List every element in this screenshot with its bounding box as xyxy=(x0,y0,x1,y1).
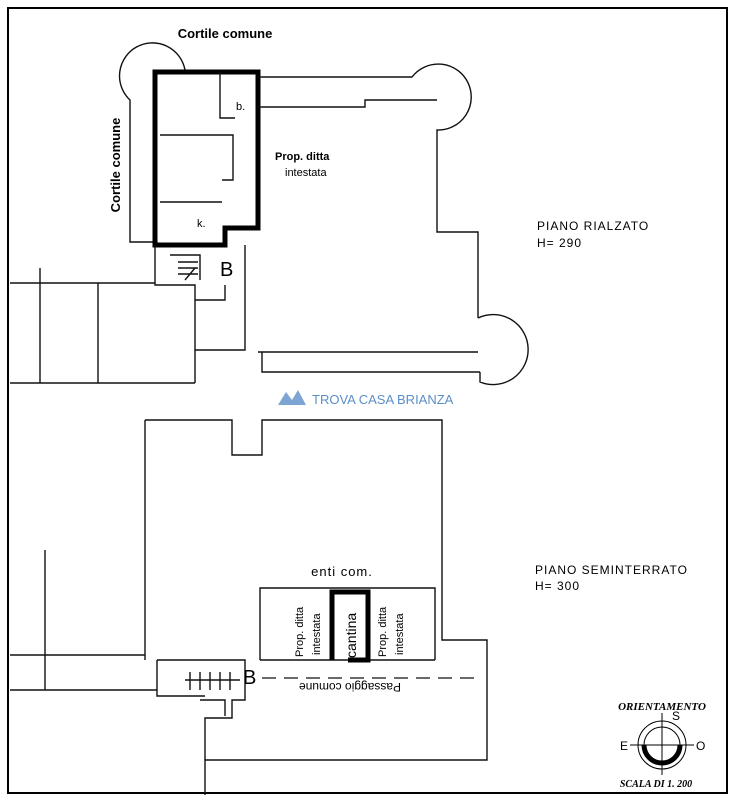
property-left-label-1: Prop. ditta xyxy=(294,606,306,657)
floor-name-lower: PIANO SEMINTERRATO xyxy=(535,563,688,577)
courtyard-top-label: Cortile comune xyxy=(178,26,273,41)
compass-e-label: E xyxy=(620,739,628,753)
passage-label: Passaggio comune xyxy=(299,680,401,694)
upper-plan: Cortile comune Cortile comune b. k. Prop… xyxy=(10,26,649,386)
property-label-1: Prop. ditta xyxy=(275,151,330,163)
property-left-label-2: intestata xyxy=(311,613,323,655)
cellar-label: cantina xyxy=(343,613,359,658)
courtyard-outline xyxy=(118,42,186,243)
compass: ORIENTAMENTO S E O SCALA DI 1. 200 xyxy=(618,701,706,790)
watermark-text: TROVA CASA BRIANZA xyxy=(312,392,454,407)
frame-border xyxy=(7,7,728,794)
property-label-2: intestata xyxy=(285,167,327,179)
basement-outline xyxy=(144,419,488,795)
apartment-walls xyxy=(152,69,261,248)
common-areas-room xyxy=(259,587,436,661)
scale-label: SCALA DI 1. 200 xyxy=(620,779,692,790)
lower-plan: enti com. Prop. ditta intestata cantina … xyxy=(10,419,688,795)
watermark-logo-icon xyxy=(278,390,306,405)
property-right-label-2: intestata xyxy=(394,613,406,655)
stair-treads-lower xyxy=(185,672,240,690)
stair-block-lower xyxy=(156,659,246,760)
bath-label: b. xyxy=(236,101,245,113)
adjacent-property-outline xyxy=(258,63,480,373)
floor-name-upper: PIANO RIALZATO xyxy=(537,219,649,233)
common-areas-label: enti com. xyxy=(311,564,373,579)
floor-height-upper: H= 290 xyxy=(537,236,582,250)
watermark: TROVA CASA BRIANZA xyxy=(278,390,454,407)
bottom-right-terrace xyxy=(477,313,529,386)
compass-o-label: O xyxy=(696,739,705,753)
kitchen-label: k. xyxy=(197,218,206,230)
stair-block xyxy=(154,245,246,351)
compass-cross-icon xyxy=(630,713,694,775)
compass-s-label: S xyxy=(672,709,680,723)
left-boundary-lower xyxy=(10,550,157,691)
left-boundary xyxy=(10,268,196,384)
orientation-title: ORIENTAMENTO xyxy=(618,701,706,713)
stair-b-label: B xyxy=(220,259,233,281)
cellar-walls xyxy=(329,589,371,663)
floor-height-lower: H= 300 xyxy=(535,579,580,593)
property-right-label-1: Prop. ditta xyxy=(377,606,389,657)
stair-treads xyxy=(178,261,198,281)
courtyard-left-label: Cortile comune xyxy=(108,118,123,213)
interior-walls xyxy=(160,72,235,203)
stair-b-label-lower: B xyxy=(243,667,256,689)
